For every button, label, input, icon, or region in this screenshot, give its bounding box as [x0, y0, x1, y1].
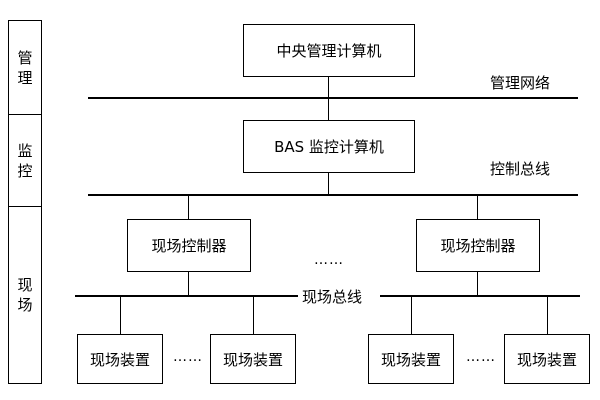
central-management-computer-box: 中央管理计算机 [243, 24, 415, 77]
bas-monitoring-computer-box: BAS 监控计算机 [243, 120, 415, 173]
field-bus-label: 现场总线 [302, 288, 363, 306]
device-ellipsis-left: …… [173, 349, 203, 365]
tier-field-char-2: 场 [17, 295, 33, 314]
field-bus-line-left [75, 295, 298, 297]
network-to-bas-connector [328, 98, 329, 120]
tier-management: 管 理 [9, 21, 41, 114]
field-bus-line-right [380, 295, 580, 297]
tier-monitoring-char-1: 监 [17, 141, 33, 160]
control-bus-to-right-controller [477, 195, 478, 219]
tier-column: 管 理 监 控 现 场 [8, 20, 42, 384]
central-to-network-connector [328, 77, 329, 98]
field-device-1-box: 现场装置 [77, 334, 163, 384]
field-device-2-box: 现场装置 [210, 334, 296, 384]
tier-field-char-1: 现 [17, 275, 33, 294]
tier-management-char-2: 理 [17, 68, 33, 87]
management-network-line [88, 97, 578, 99]
tier-management-char-1: 管 [17, 48, 33, 67]
tier-monitoring-char-2: 控 [17, 161, 33, 180]
field-controller-right-box: 现场控制器 [416, 219, 540, 272]
management-network-label: 管理网络 [490, 74, 551, 92]
field-controller-left-box: 现场控制器 [127, 219, 251, 272]
control-bus-to-left-controller [188, 195, 189, 219]
field-bus-to-device-3 [411, 296, 412, 334]
controller-ellipsis: …… [314, 252, 344, 268]
field-bus-to-device-4 [547, 296, 548, 334]
tier-field: 现 场 [9, 206, 41, 382]
bas-to-control-bus-connector [328, 173, 329, 195]
device-ellipsis-right: …… [466, 349, 496, 365]
right-controller-to-field-bus [477, 272, 478, 296]
field-bus-to-device-2 [253, 296, 254, 334]
field-device-3-box: 现场装置 [368, 334, 454, 384]
control-bus-label: 控制总线 [490, 160, 551, 178]
control-bus-line [88, 194, 578, 196]
left-controller-to-field-bus [188, 272, 189, 296]
field-bus-to-device-1 [120, 296, 121, 334]
field-device-4-box: 现场装置 [504, 334, 590, 384]
tier-monitoring: 监 控 [9, 114, 41, 206]
